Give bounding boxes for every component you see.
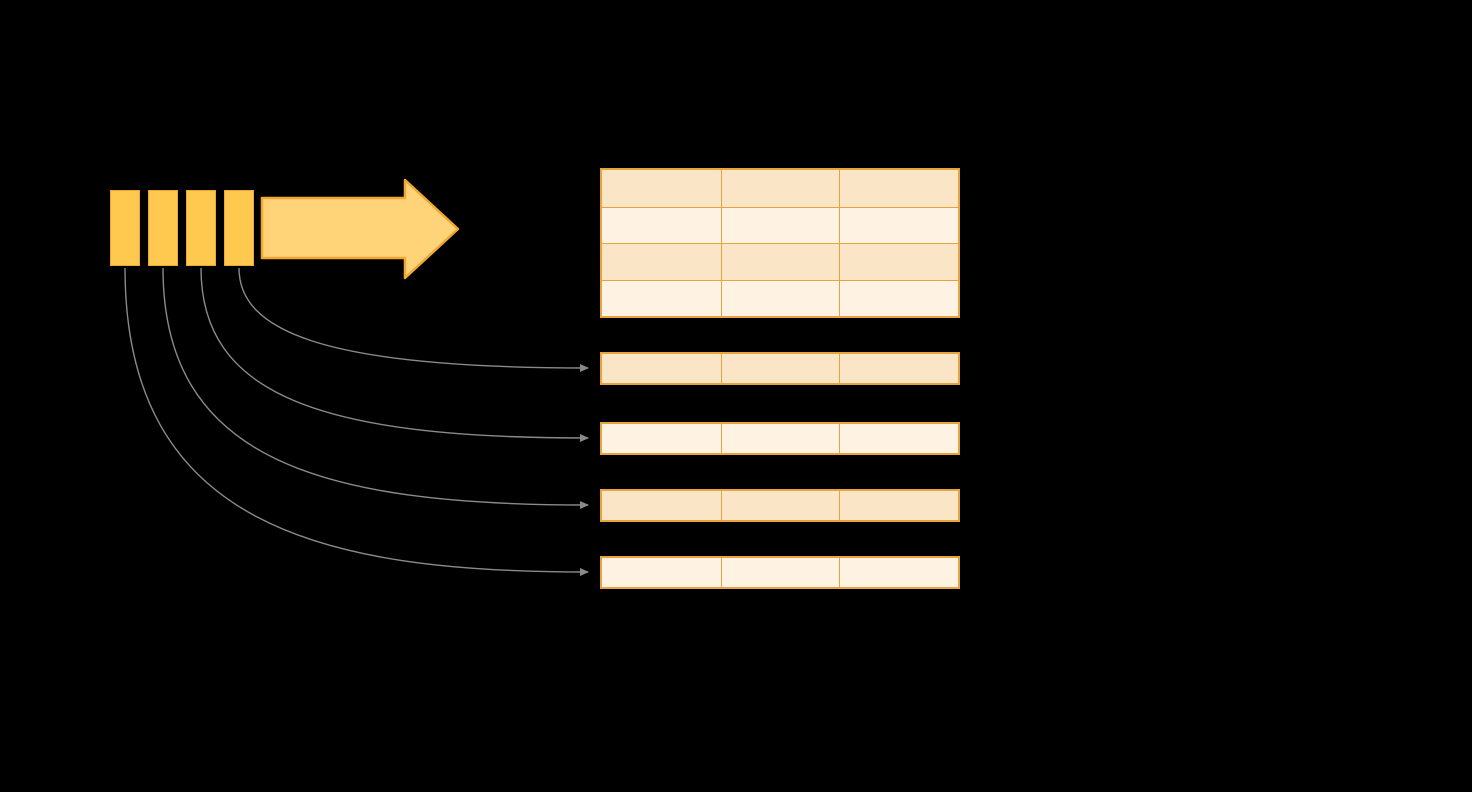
table-cell bbox=[720, 280, 840, 316]
stream-bar bbox=[110, 190, 140, 266]
table-row bbox=[602, 206, 958, 244]
table-row bbox=[602, 170, 958, 207]
table-row bbox=[602, 491, 958, 520]
table-cell bbox=[839, 207, 958, 243]
stream-bar bbox=[148, 190, 178, 266]
connector-arrow bbox=[200, 267, 589, 442]
table-row bbox=[602, 424, 958, 453]
table-cell bbox=[720, 558, 840, 587]
table-cell bbox=[839, 280, 958, 316]
table-cell bbox=[602, 244, 721, 280]
table-cell bbox=[720, 354, 840, 383]
table-cell bbox=[839, 170, 958, 207]
main-table bbox=[600, 168, 960, 318]
row-table-3 bbox=[600, 489, 960, 522]
table-row bbox=[602, 279, 958, 317]
table-cell bbox=[839, 244, 958, 280]
table-cell bbox=[602, 558, 721, 587]
table-cell bbox=[720, 491, 840, 520]
table-cell bbox=[839, 354, 958, 383]
connector-arrow bbox=[124, 267, 589, 576]
table-cell bbox=[602, 491, 721, 520]
stream-bars bbox=[110, 190, 254, 266]
table-cell bbox=[839, 424, 958, 453]
stream-bar bbox=[224, 190, 254, 266]
table-cell bbox=[602, 208, 721, 244]
table-row bbox=[602, 558, 958, 587]
table-row bbox=[602, 354, 958, 383]
table-cell bbox=[602, 170, 721, 207]
table-cell bbox=[720, 424, 840, 453]
table-cell bbox=[839, 558, 958, 587]
stream-bar bbox=[186, 190, 216, 266]
table-cell bbox=[839, 491, 958, 520]
table-cell bbox=[602, 354, 721, 383]
row-table-1 bbox=[600, 352, 960, 385]
row-table-2 bbox=[600, 422, 960, 455]
row-table-4 bbox=[600, 556, 960, 589]
connector-arrow bbox=[162, 267, 589, 509]
table-cell bbox=[720, 244, 840, 280]
flow-arrow bbox=[260, 178, 460, 280]
connector-arrow bbox=[238, 267, 589, 372]
table-cell bbox=[720, 207, 840, 243]
table-cell bbox=[602, 424, 721, 453]
table-row bbox=[602, 243, 958, 280]
table-cell bbox=[720, 170, 840, 207]
table-cell bbox=[602, 281, 721, 317]
